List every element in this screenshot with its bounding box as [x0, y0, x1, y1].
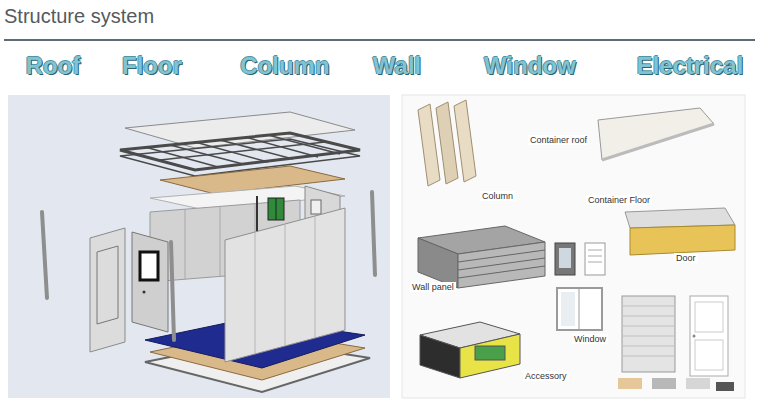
door-part [695, 302, 723, 332]
door-part [622, 336, 675, 337]
roof-part [598, 108, 714, 160]
door-part [622, 326, 675, 327]
accessory-part [460, 334, 520, 378]
window-part [588, 250, 602, 251]
corner-post [372, 192, 375, 275]
part-label: Container roof [528, 135, 589, 145]
door-part [622, 296, 675, 372]
window-part [559, 248, 571, 268]
front-wall [285, 224, 286, 346]
end-wall [140, 252, 158, 280]
section-heading: Floor [122, 52, 182, 80]
wall-panel-part [418, 226, 545, 288]
roof-frame [120, 133, 360, 176]
colour-sample [686, 378, 710, 389]
accessory-part [420, 322, 520, 378]
roof-frame [120, 133, 360, 170]
wall-panel-part [418, 238, 458, 288]
wall-panel-part [458, 266, 545, 278]
part-label: Wall panel [410, 282, 456, 292]
part-label: Container Floor [586, 195, 652, 205]
door-part [622, 356, 675, 357]
column-part [454, 100, 476, 182]
door-part [690, 296, 728, 376]
front-wall [315, 216, 316, 338]
section-heading: Column [240, 52, 329, 80]
window-part [561, 292, 575, 326]
corner-post [42, 212, 47, 298]
corner-post [42, 192, 375, 340]
door-part [622, 316, 675, 317]
part-label: Door [674, 253, 698, 263]
door-part [622, 346, 675, 347]
front-wall [225, 208, 345, 362]
illustration-panel [8, 95, 390, 398]
window-part [588, 262, 602, 263]
floor-part [625, 208, 735, 255]
corner-post [171, 242, 174, 340]
window-part [585, 243, 605, 275]
roof-part [598, 108, 714, 160]
colour-sample [652, 378, 676, 389]
colour-sample [716, 382, 734, 391]
window-part [555, 243, 605, 330]
door-part [622, 306, 675, 307]
colour-sample [618, 378, 642, 389]
window-part [588, 256, 602, 257]
door-part [622, 296, 728, 376]
accessory-part [475, 346, 505, 360]
accessory-part [420, 335, 460, 378]
back-wall [185, 209, 186, 279]
part-label: Accessory [523, 371, 569, 381]
section-heading: Electrical [637, 52, 744, 80]
door-part [693, 335, 696, 338]
wall-panel-part [458, 242, 545, 288]
floor-part [630, 225, 735, 255]
end-wall [143, 291, 146, 294]
part-label: Column [480, 191, 515, 201]
door-part [695, 340, 723, 370]
roof-frame [160, 142, 325, 160]
window-part [555, 243, 575, 275]
front-wall [225, 208, 345, 362]
part-label: Window [572, 334, 608, 344]
back-wall [220, 206, 221, 276]
column-part [418, 100, 476, 186]
roof-part [602, 124, 714, 160]
section-heading: Wall [373, 52, 421, 80]
window-part [579, 288, 580, 330]
end-wall [132, 232, 168, 332]
product-panel [402, 95, 745, 398]
back-wall [311, 200, 321, 214]
end-wall [90, 228, 125, 352]
section-heading: Window [484, 52, 576, 80]
page-title: Structure system [4, 5, 154, 28]
section-heading: Roof [26, 52, 81, 80]
end-wall [90, 228, 168, 352]
roof-frame [120, 139, 360, 176]
end-wall [97, 246, 118, 324]
back-wall [268, 198, 284, 220]
colour-sample [618, 378, 734, 391]
back-wall [276, 198, 277, 220]
front-wall [255, 232, 256, 354]
window-part [557, 288, 602, 330]
title-rule [4, 39, 755, 41]
